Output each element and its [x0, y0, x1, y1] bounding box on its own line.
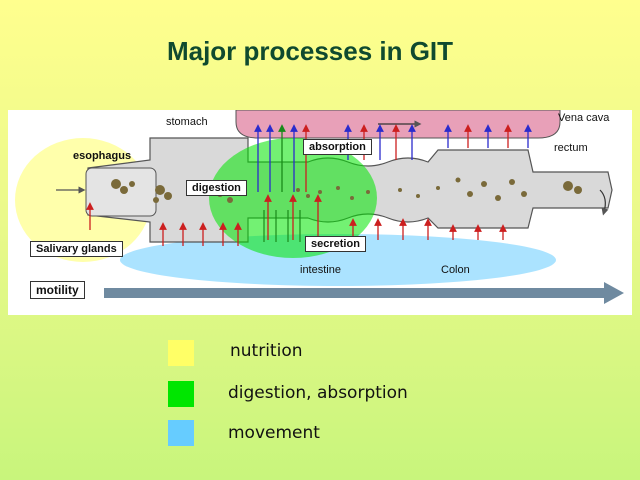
- motility-arrow: [104, 282, 624, 304]
- esophagus-label: esophagus: [73, 150, 132, 162]
- colon-label: Colon: [441, 264, 470, 276]
- legend-label-nutrition: nutrition: [230, 341, 303, 361]
- rectum-label: rectum: [554, 142, 588, 154]
- absorption-box: absorption: [303, 139, 372, 155]
- legend-swatch-nutrition: [168, 340, 194, 366]
- absorption-green-lines: [263, 210, 301, 242]
- legend-label-movement: movement: [228, 423, 320, 443]
- legend-swatch-digestion-absorption: [168, 381, 194, 407]
- legend-swatch-movement: [168, 420, 194, 446]
- page-title: Major processes in GIT: [166, 36, 454, 66]
- legend-label-digestion-absorption: digestion, absorption: [228, 383, 408, 403]
- secretion-arrows: [86, 194, 507, 246]
- movement-zone: [120, 234, 556, 286]
- secretion-box: secretion: [305, 236, 366, 252]
- git-diagram: stomach esophagus Vena cava rectum intes…: [8, 110, 632, 315]
- vena-cava-label: Vena cava: [558, 112, 610, 124]
- salivary-glands-box: Salivary glands: [30, 241, 123, 257]
- git-diagram-graphic: [15, 110, 624, 304]
- motility-box: motility: [30, 281, 85, 299]
- stomach-label: stomach: [166, 116, 208, 128]
- intestine-label: intestine: [300, 264, 341, 276]
- digestion-box: digestion: [186, 180, 247, 196]
